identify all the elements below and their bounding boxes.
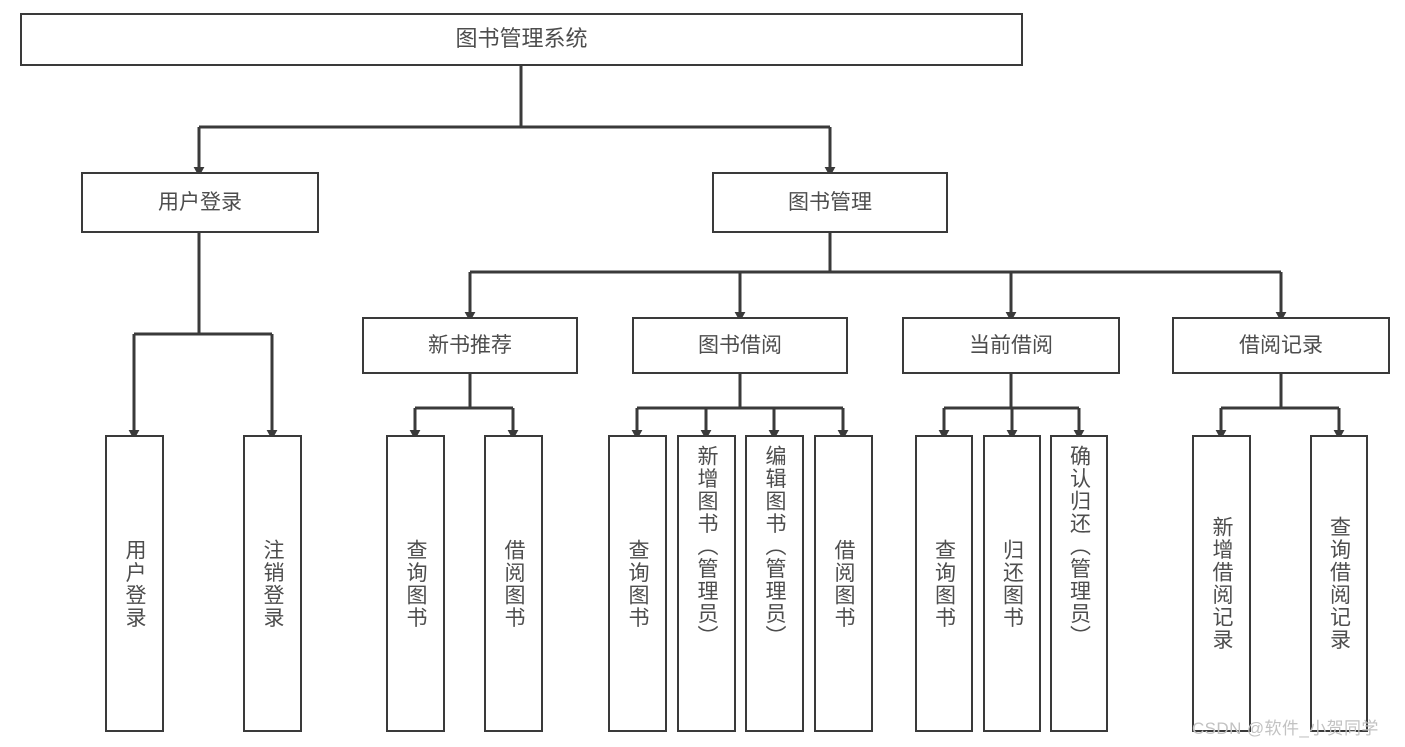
node-root[interactable]: 图书管理系统 xyxy=(20,13,1023,66)
node-leaf-query-book-borrow-label: 查询图书 xyxy=(626,538,649,629)
node-leaf-add-book-label: 新增图书（管理员） xyxy=(695,445,718,648)
node-leaf-add-borrow-record[interactable]: 新增借阅记录 xyxy=(1192,435,1251,732)
node-leaf-confirm-return-label: 确认归还（管理员） xyxy=(1067,445,1091,648)
node-leaf-query-book-current-label: 查询图书 xyxy=(932,538,956,629)
node-leaf-borrow-book-label: 借阅图书 xyxy=(832,538,855,629)
node-leaf-logout-label: 注销登录 xyxy=(261,538,284,629)
node-leaf-user-login[interactable]: 用户登录 xyxy=(105,435,164,732)
node-new-book-recommend[interactable]: 新书推荐 xyxy=(362,317,578,374)
node-leaf-return-book[interactable]: 归还图书 xyxy=(983,435,1041,732)
node-leaf-add-book[interactable]: 新增图书（管理员） xyxy=(677,435,736,732)
node-leaf-edit-book[interactable]: 编辑图书（管理员） xyxy=(745,435,804,732)
node-leaf-query-book-recommend-label: 查询图书 xyxy=(404,538,427,629)
node-new-book-recommend-label: 新书推荐 xyxy=(428,333,512,357)
node-leaf-borrow-book-recommend[interactable]: 借阅图书 xyxy=(484,435,543,732)
node-leaf-query-book-borrow[interactable]: 查询图书 xyxy=(608,435,667,732)
node-leaf-query-book-current[interactable]: 查询图书 xyxy=(915,435,973,732)
node-leaf-edit-book-label: 编辑图书（管理员） xyxy=(763,445,786,648)
watermark-text: CSDN @软件_小贺同学 xyxy=(1192,719,1379,738)
node-user-login-label: 用户登录 xyxy=(158,190,242,214)
node-root-label: 图书管理系统 xyxy=(455,26,588,52)
node-book-manage-label: 图书管理 xyxy=(788,190,872,214)
node-borrow-record[interactable]: 借阅记录 xyxy=(1172,317,1390,374)
node-leaf-user-login-label: 用户登录 xyxy=(123,538,146,629)
node-current-borrow-label: 当前借阅 xyxy=(969,333,1053,357)
node-leaf-query-book-recommend[interactable]: 查询图书 xyxy=(386,435,445,732)
node-leaf-confirm-return[interactable]: 确认归还（管理员） xyxy=(1050,435,1108,732)
node-borrow-record-label: 借阅记录 xyxy=(1239,333,1323,357)
node-leaf-borrow-book-recommend-label: 借阅图书 xyxy=(502,538,525,629)
node-book-manage[interactable]: 图书管理 xyxy=(712,172,948,233)
node-book-borrow[interactable]: 图书借阅 xyxy=(632,317,848,374)
node-leaf-borrow-book[interactable]: 借阅图书 xyxy=(814,435,873,732)
node-leaf-logout[interactable]: 注销登录 xyxy=(243,435,302,732)
node-leaf-add-borrow-record-label: 新增借阅记录 xyxy=(1210,516,1233,651)
node-current-borrow[interactable]: 当前借阅 xyxy=(902,317,1120,374)
node-user-login[interactable]: 用户登录 xyxy=(81,172,319,233)
node-leaf-query-borrow-record[interactable]: 查询借阅记录 xyxy=(1310,435,1368,732)
node-leaf-query-borrow-record-label: 查询借阅记录 xyxy=(1327,516,1351,651)
node-book-borrow-label: 图书借阅 xyxy=(698,333,782,357)
node-leaf-return-book-label: 归还图书 xyxy=(1000,538,1024,629)
